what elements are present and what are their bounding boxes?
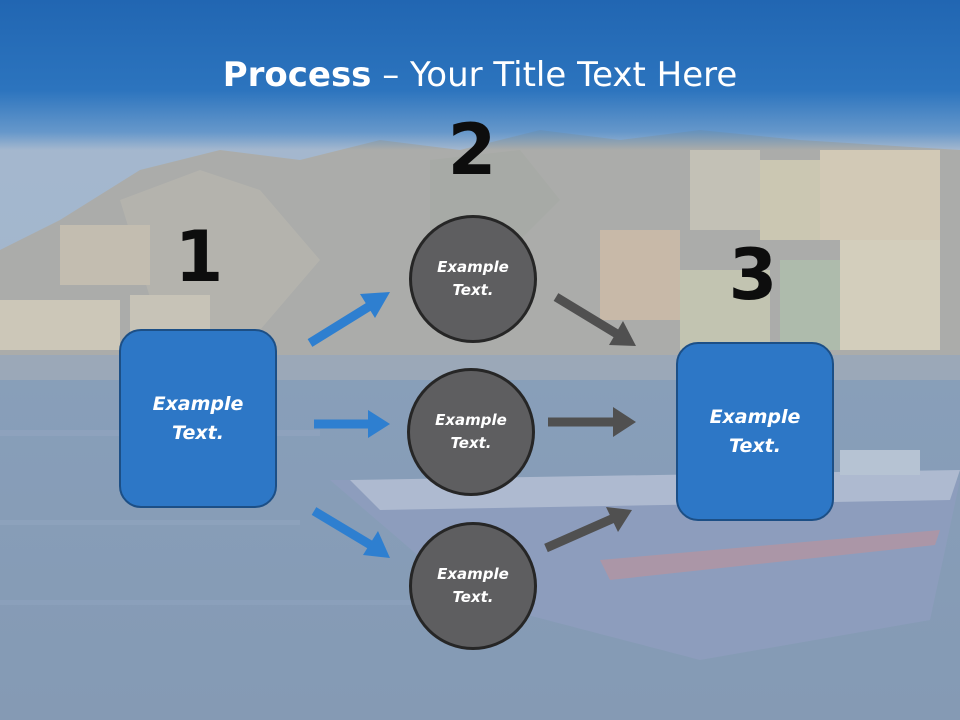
process-circle-top[interactable]: Example Text.	[409, 215, 537, 343]
circle-top-line2: Text.	[452, 281, 494, 299]
circle-bottom-line1: Example	[437, 565, 509, 583]
blue-arrow-lower	[311, 507, 390, 558]
gray-arrow-upper	[553, 293, 636, 346]
left-box-line2: Text.	[172, 421, 224, 444]
process-circle-middle[interactable]: Example Text.	[407, 368, 535, 496]
title-bold-part: Process	[222, 55, 372, 95]
blue-arrow-middle	[314, 410, 390, 438]
process-circle-bottom[interactable]: Example Text.	[409, 522, 537, 650]
title-regular-part: – Your Title Text Here	[371, 55, 738, 95]
left-box-line1: Example	[152, 392, 244, 415]
step-number-2: 2	[447, 109, 497, 191]
right-box-line2: Text.	[729, 434, 781, 457]
circle-bottom-line2: Text.	[452, 588, 494, 606]
circle-middle-line1: Example	[435, 411, 507, 429]
blue-arrow-upper	[307, 292, 390, 347]
circle-top-line1: Example	[437, 258, 509, 276]
circle-middle-line2: Text.	[450, 434, 492, 452]
right-process-box[interactable]: Example Text.	[676, 342, 834, 521]
gray-arrow-lower	[544, 507, 632, 553]
left-process-box[interactable]: Example Text.	[119, 329, 277, 508]
gray-arrow-middle	[548, 407, 636, 437]
step-number-1: 1	[174, 216, 224, 298]
step-number-3: 3	[728, 234, 778, 316]
right-box-line1: Example	[709, 405, 801, 428]
title-bar	[0, 0, 960, 150]
slide-title: Process – Your Title Text Here	[0, 52, 960, 98]
